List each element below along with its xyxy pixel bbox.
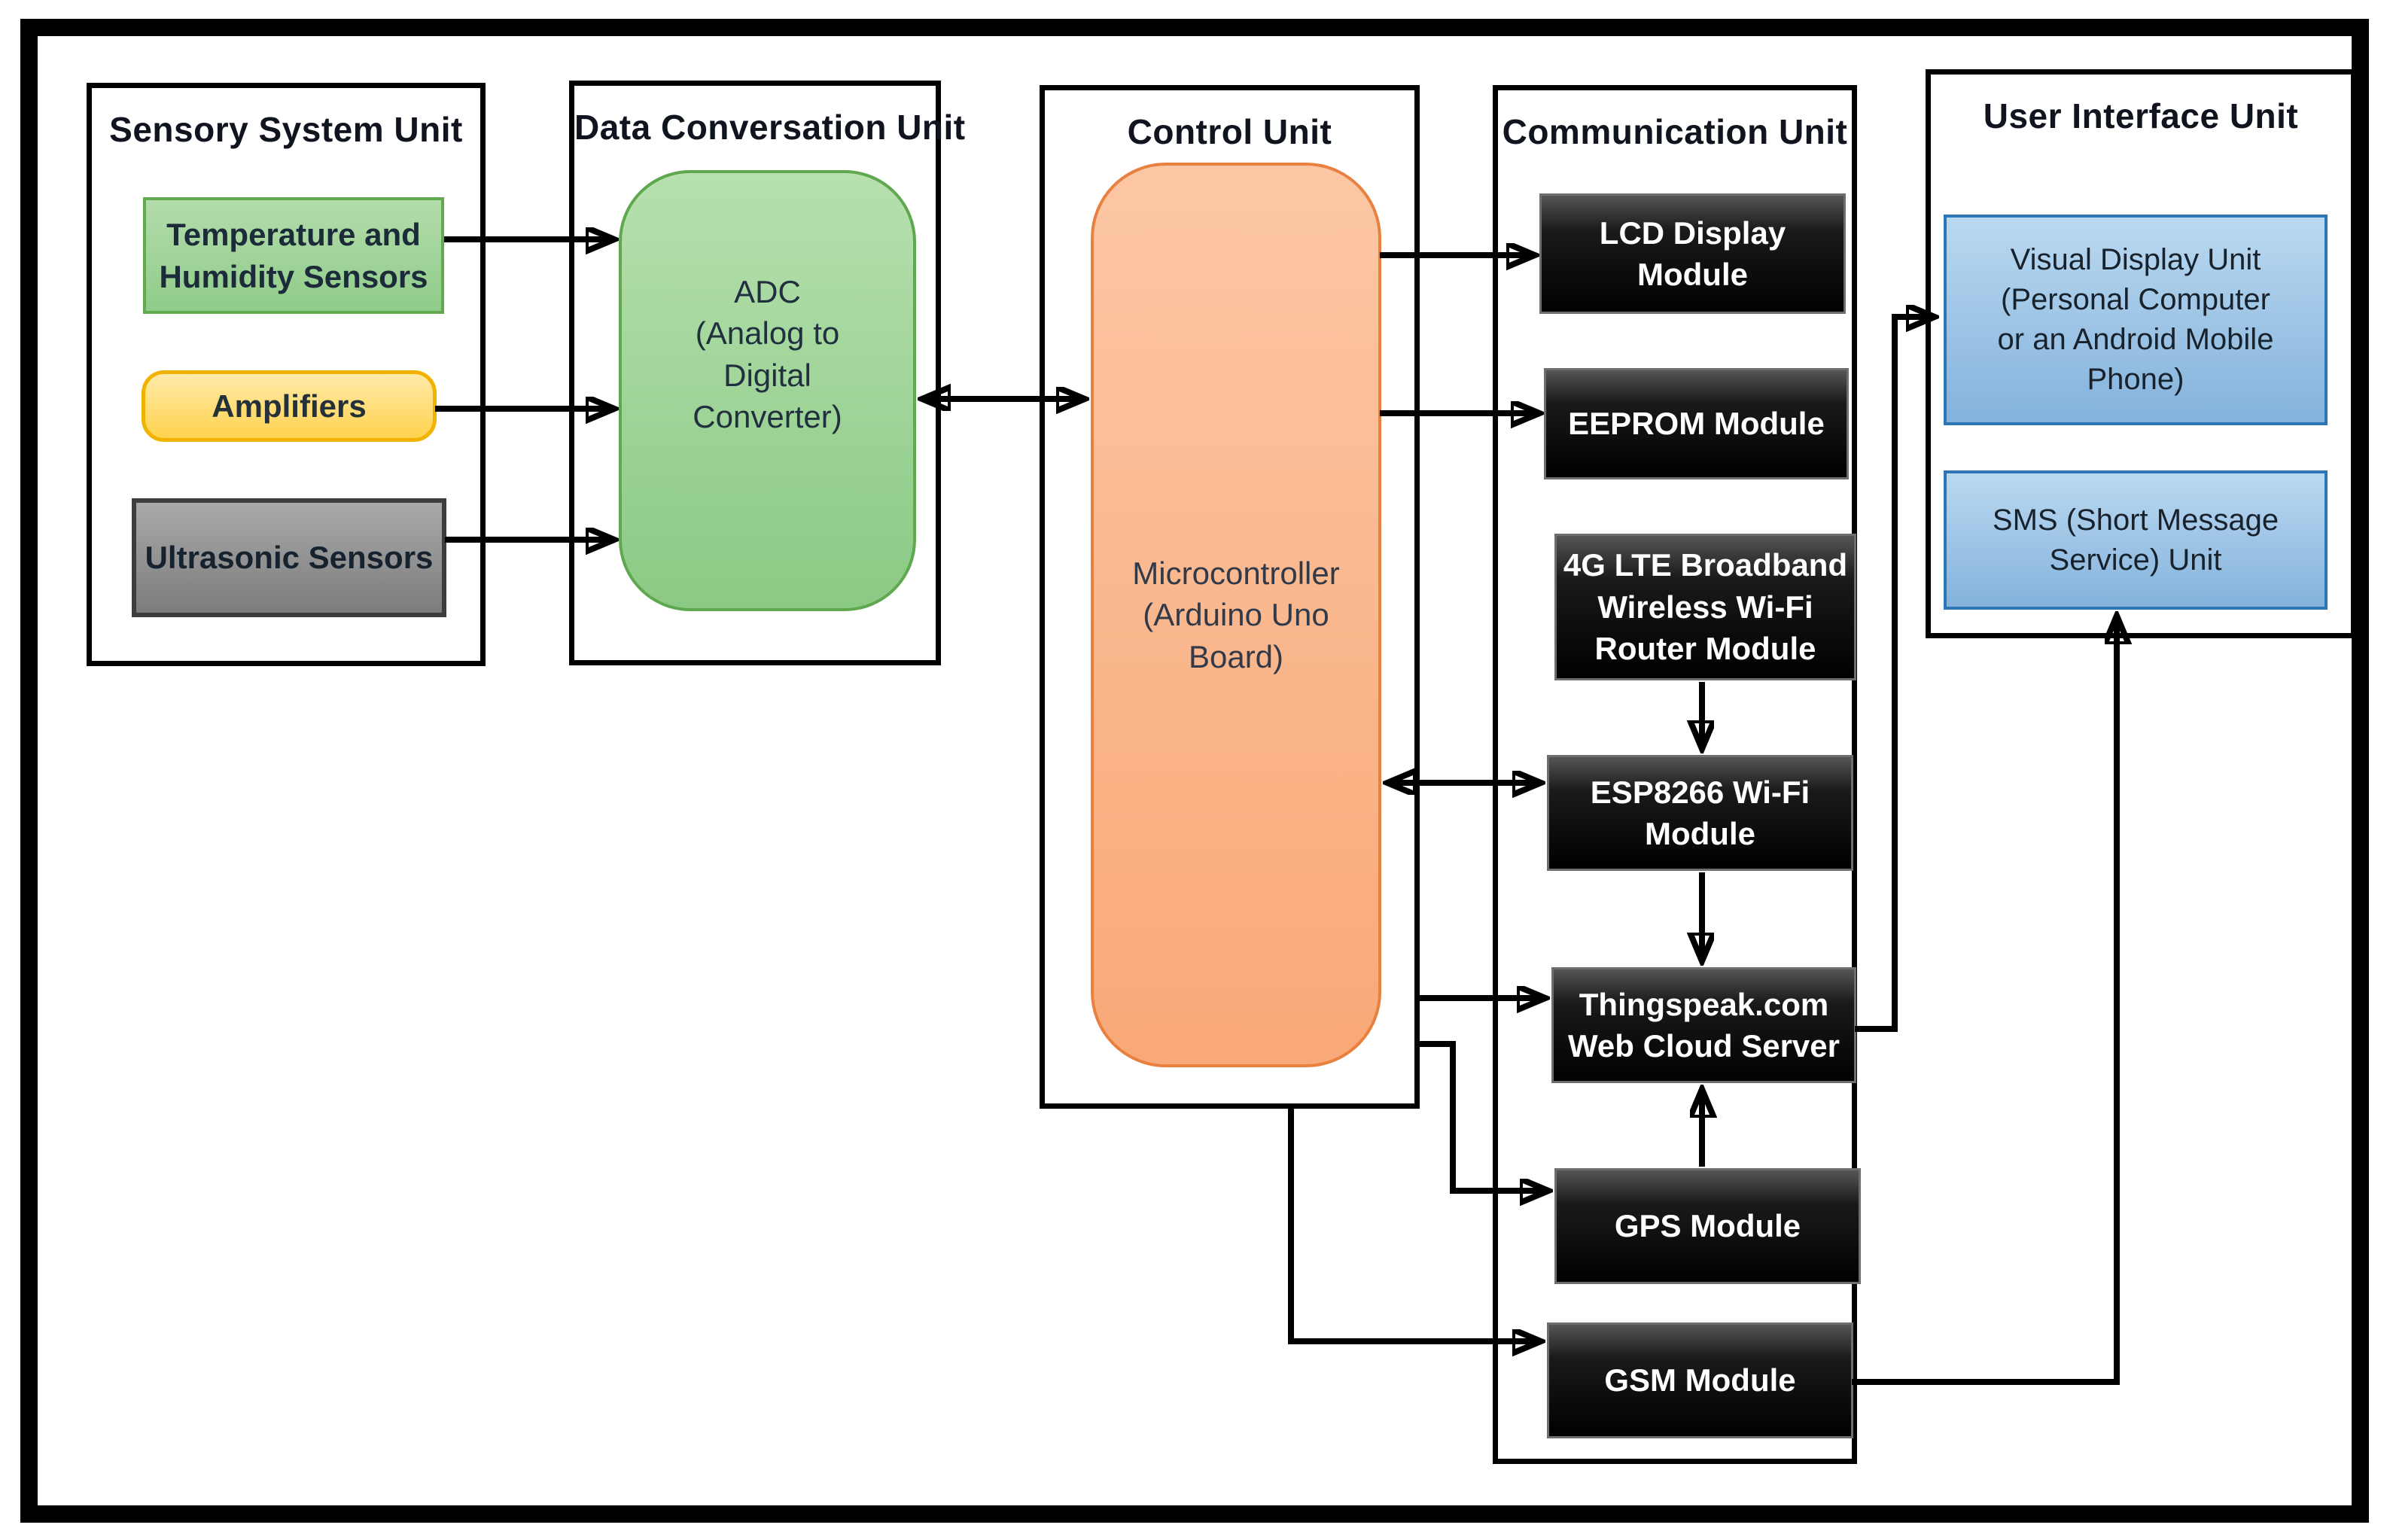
block-temperature-humidity-sensors: Temperature and Humidity Sensors <box>143 197 444 314</box>
block-sms-unit: SMS (Short Message Service) Unit <box>1944 470 2328 610</box>
block-4g-lte-router-module: 4G LTE Broadband Wireless Wi-Fi Router M… <box>1554 534 1856 680</box>
block-lcd-display-module: LCD Display Module <box>1539 193 1846 314</box>
unit-user-interface-title: User Interface Unit <box>1983 96 2299 135</box>
block-visual-display-unit: Visual Display Unit (Personal Computer o… <box>1944 215 2328 425</box>
block-esp8266-wifi-module: ESP8266 Wi-Fi Module <box>1547 755 1853 871</box>
unit-communication-title: Communication Unit <box>1502 112 1848 151</box>
unit-sensory-system-title: Sensory System Unit <box>109 110 463 149</box>
unit-data-conversation-title: Data Conversation Unit <box>574 108 966 147</box>
block-adc: ADC (Analog to Digital Converter) <box>619 170 916 611</box>
unit-control-title: Control Unit <box>1127 112 1332 151</box>
block-gps-module: GPS Module <box>1554 1168 1861 1284</box>
block-eeprom-module: EEPROM Module <box>1544 368 1849 479</box>
block-ultrasonic-sensors: Ultrasonic Sensors <box>132 498 446 617</box>
block-thingspeak-web-cloud-server: Thingspeak.com Web Cloud Server <box>1551 967 1856 1083</box>
block-microcontroller: Microcontroller (Arduino Uno Board) <box>1091 163 1381 1067</box>
block-gsm-module: GSM Module <box>1547 1322 1853 1438</box>
block-amplifiers: Amplifiers <box>142 370 437 442</box>
